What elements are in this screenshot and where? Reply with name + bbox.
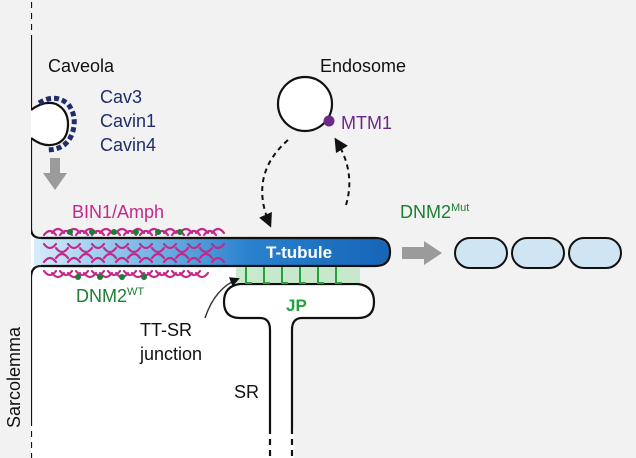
endosome bbox=[276, 75, 334, 133]
label-ttsr-line2: junction bbox=[139, 344, 202, 364]
jp-tethers bbox=[245, 267, 342, 284]
dnm2-mut-arrow bbox=[402, 241, 442, 265]
label-sr: SR bbox=[234, 382, 259, 402]
label-dnm2-wt: DNM2WT bbox=[76, 286, 144, 306]
label-cav3: Cav3 bbox=[100, 87, 142, 107]
label-caveola: Caveola bbox=[48, 56, 115, 76]
caveola-pit bbox=[30, 101, 70, 147]
ttubule-cap bbox=[258, 236, 392, 268]
label-sarcolemma: Sarcolemma bbox=[4, 326, 24, 428]
exterior-left-top bbox=[0, 0, 31, 458]
mtm1-dot bbox=[323, 115, 335, 127]
dnm2-wt-dots bbox=[67, 229, 183, 280]
label-ttsr-line1: TT-SR bbox=[140, 320, 192, 340]
label-cavin4: Cavin4 bbox=[100, 135, 156, 155]
label-jp: JP bbox=[286, 296, 307, 315]
caveola-coat bbox=[37, 95, 77, 153]
caveola-down-arrow bbox=[43, 158, 67, 190]
tubule-fragment-1 bbox=[454, 237, 508, 269]
endosome-to-tubule-arrow bbox=[259, 139, 289, 228]
tubule-to-endosome-arrow bbox=[334, 137, 351, 206]
label-dnm2-mut: DNM2Mut bbox=[400, 202, 469, 222]
label-mtm1: MTM1 bbox=[341, 113, 392, 133]
ttsr-junction-pointer bbox=[204, 277, 240, 319]
label-bin1: BIN1/Amph bbox=[72, 202, 164, 222]
tubule-fragment-2 bbox=[511, 237, 565, 269]
label-endosome: Endosome bbox=[320, 56, 406, 76]
membrane-upper bbox=[0, 0, 390, 458]
tubule-fragment-3 bbox=[568, 237, 622, 269]
label-ttubule: T-tubule bbox=[266, 243, 332, 262]
label-cavin1: Cavin1 bbox=[100, 111, 156, 131]
bin1-scaffold bbox=[42, 227, 226, 279]
ttsr-junction-zone bbox=[236, 267, 360, 283]
